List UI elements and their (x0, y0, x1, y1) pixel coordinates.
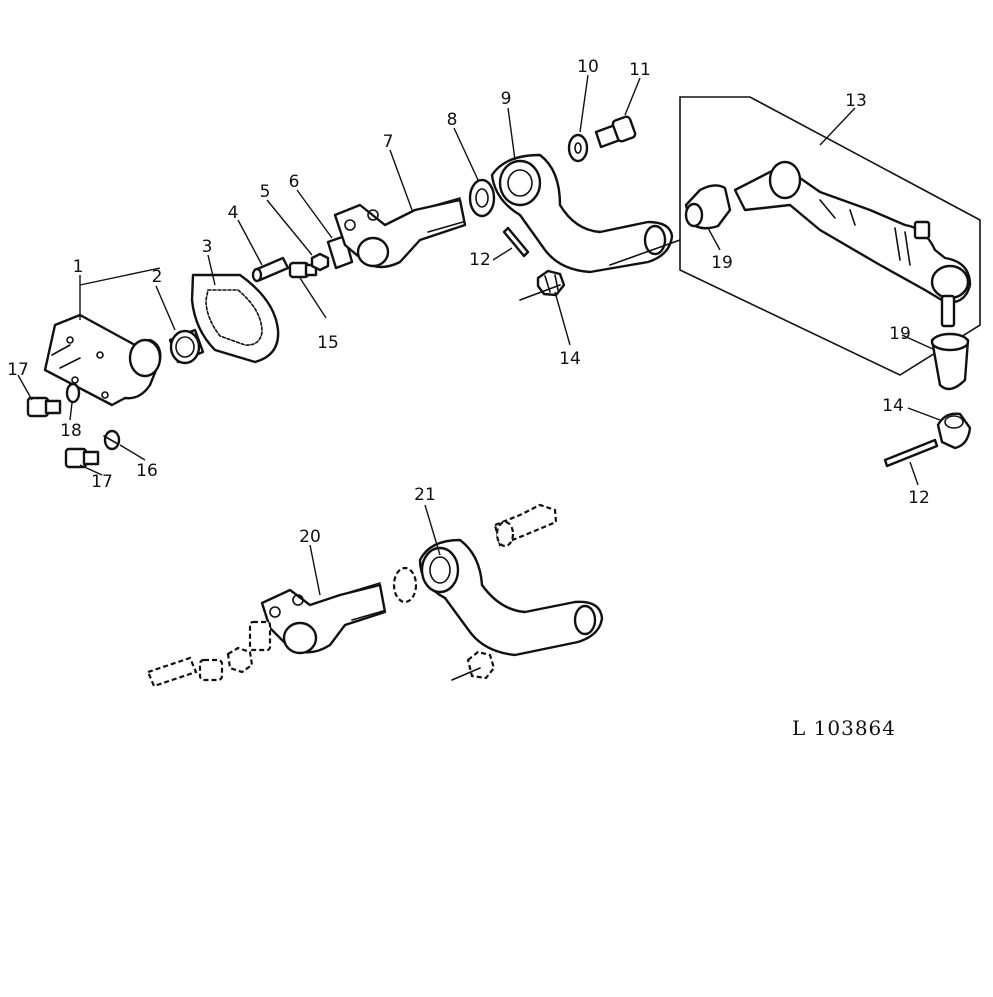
part-11-bolt (594, 115, 637, 149)
callout-19-lower: 19 (889, 324, 911, 344)
callout-1: 1 (73, 257, 84, 277)
callout-19-upper: 19 (711, 253, 733, 273)
callout-17-lower: 17 (91, 472, 113, 492)
part-3-gasket (190, 273, 280, 364)
callout-15: 15 (317, 333, 339, 353)
part-12-cotter-pin-lower (883, 438, 939, 468)
part-7-shaft-arm (333, 197, 467, 269)
callout-18: 18 (60, 421, 82, 441)
callout-10: 10 (577, 57, 599, 77)
callout-14-upper: 14 (559, 349, 581, 369)
part-18-lock-washer (65, 382, 81, 404)
part-19-boot-upper (684, 184, 732, 230)
callout-21: 21 (414, 485, 436, 505)
callout-leaders (17, 74, 941, 681)
callout-3: 3 (202, 237, 213, 257)
part-20-shaft-arm (260, 582, 387, 655)
callout-5: 5 (260, 182, 271, 202)
part-17-bolt-lower (64, 447, 100, 469)
callout-14-lower: 14 (882, 396, 904, 416)
callout-9: 9 (501, 89, 512, 109)
callout-12-lower: 12 (908, 488, 930, 508)
figure-reference-code: L 103864 (792, 716, 896, 740)
part-9-pitman-arm (490, 153, 674, 274)
callout-2: 2 (152, 267, 163, 287)
callout-11: 11 (629, 60, 651, 80)
part-8-seal (468, 178, 496, 218)
callout-6: 6 (289, 172, 300, 192)
callout-4: 4 (228, 203, 239, 223)
part-1-housing-cover (43, 313, 162, 407)
part-5-nut (310, 252, 330, 272)
callout-13: 13 (845, 91, 867, 111)
callout-7: 7 (383, 132, 394, 152)
part-4-pin (251, 256, 290, 283)
part-21-pitman-arm (418, 538, 604, 657)
callout-20: 20 (299, 527, 321, 547)
part-10-washer (567, 133, 589, 163)
callout-8: 8 (447, 110, 458, 130)
callout-12-upper: 12 (469, 250, 491, 270)
part-2-bushing (168, 328, 205, 365)
part-13-tie-rod-assembly (679, 96, 981, 376)
lower-dashed-fasteners (146, 503, 558, 688)
part-12-cotter-pin-upper (502, 226, 530, 258)
callout-17-upper: 17 (7, 360, 29, 380)
part-17-bolt-upper (26, 396, 62, 418)
part-14-castle-nut-lower (936, 412, 972, 450)
part-19-boot-lower (930, 332, 970, 391)
callout-16: 16 (136, 461, 158, 481)
part-16-lock-washer (103, 429, 121, 451)
callout-labels: 1 2 3 4 5 6 7 8 9 10 11 12 13 14 15 16 1… (7, 57, 930, 547)
